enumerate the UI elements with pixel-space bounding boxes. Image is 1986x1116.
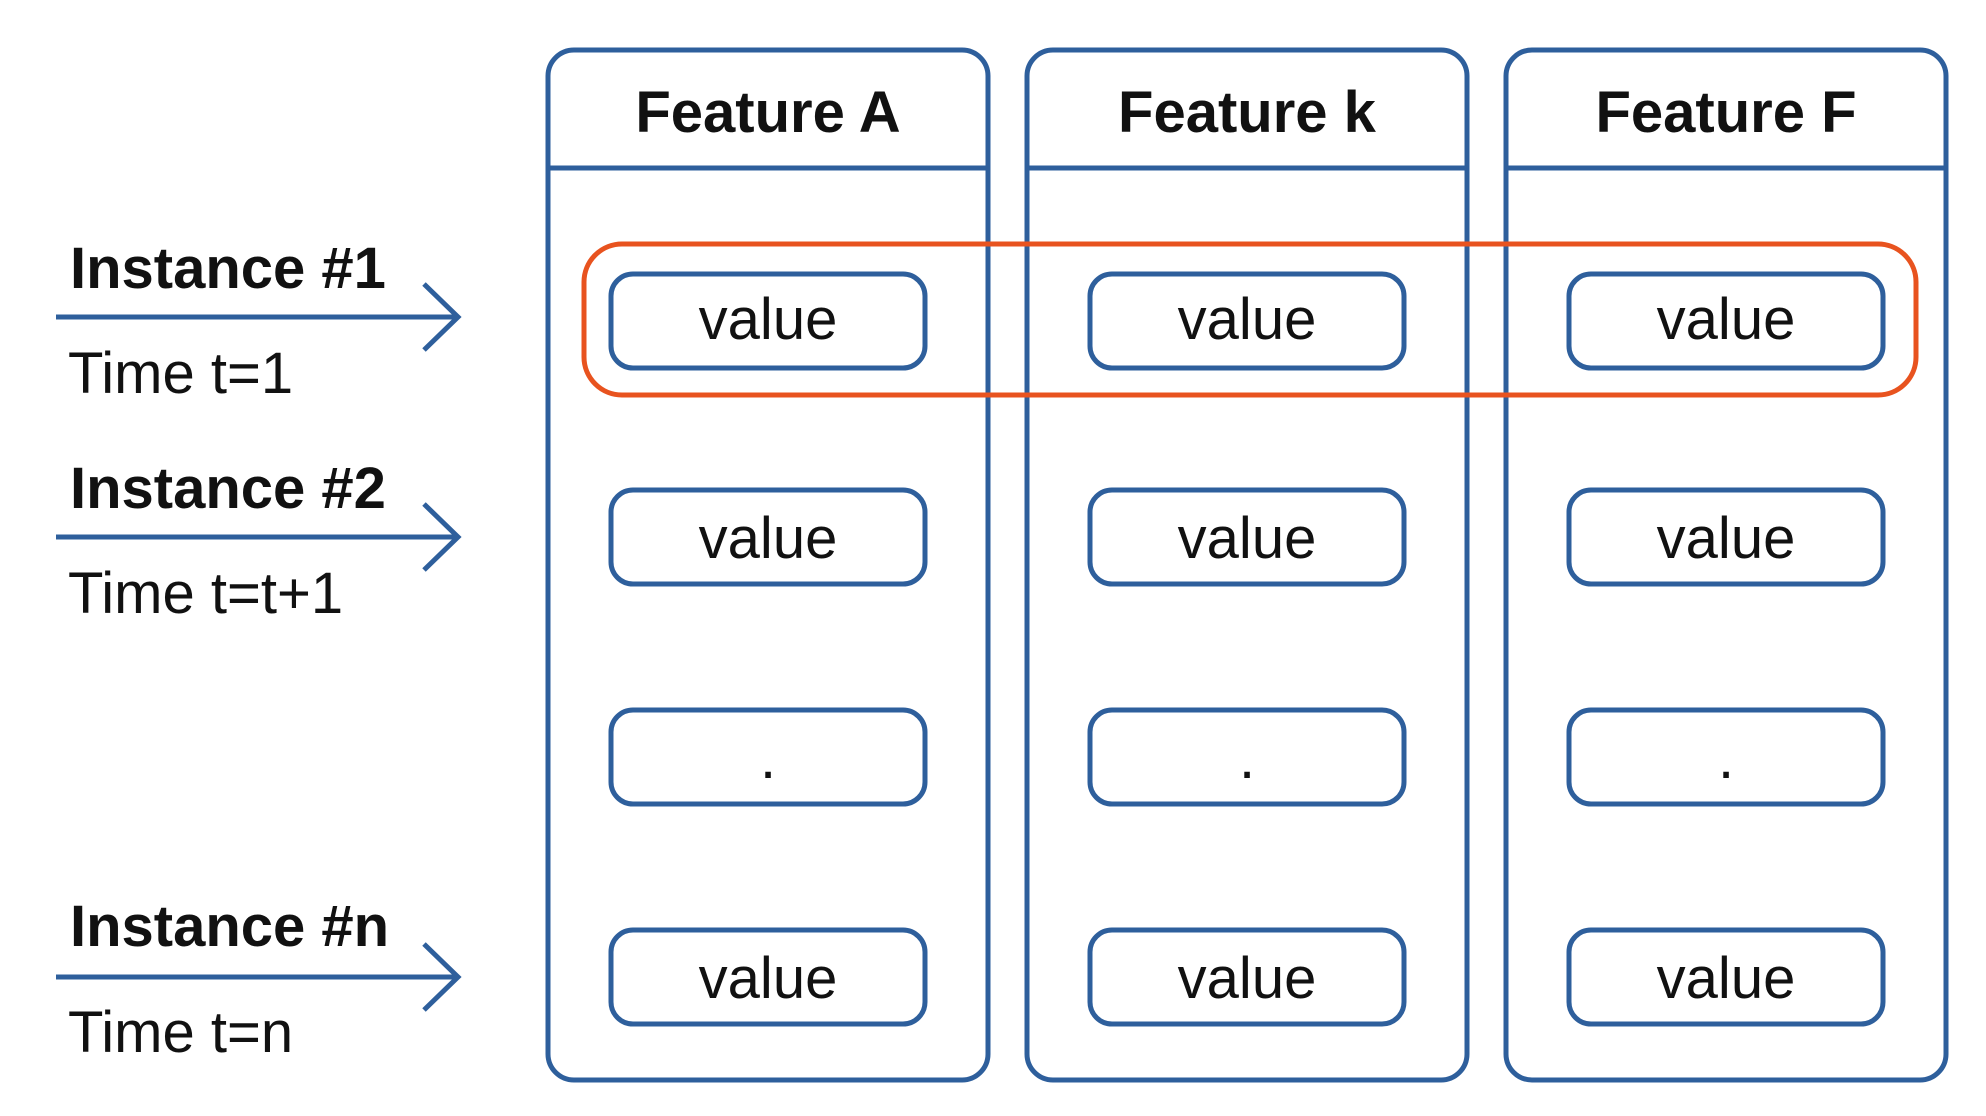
value-cell-row1-a: value <box>608 271 928 371</box>
value-cell-row1-f: value <box>1566 271 1886 371</box>
value-cell-frame <box>1087 271 1407 371</box>
value-cell-row1-k: value <box>1087 271 1407 371</box>
instance-2-label: Instance #2 <box>70 456 386 521</box>
feature-column-f-frame <box>1503 47 1949 1083</box>
ellipsis-cell-row3-k: . <box>1087 707 1407 807</box>
feature-column-f-header: Feature F <box>1595 80 1856 145</box>
value-cell-row2-k: value <box>1087 487 1407 587</box>
value-cell-frame <box>1566 927 1886 1027</box>
instance-1: Instance #1 Time t=1 <box>56 236 462 406</box>
instance-n-time: Time t=n <box>68 1000 293 1065</box>
value-cell-frame <box>608 927 928 1027</box>
value-cell-label: value <box>1657 946 1796 1011</box>
value-cell-frame <box>608 707 928 807</box>
value-cell-row4-a: value <box>608 927 928 1027</box>
arrow-right-icon <box>56 282 462 352</box>
value-cell-label: value <box>1657 506 1796 571</box>
value-cell-row2-a: value <box>608 487 928 587</box>
feature-column-a-header: Feature A <box>635 80 900 145</box>
value-cell-label: value <box>1178 287 1317 352</box>
instance-n-label: Instance #n <box>70 894 389 959</box>
value-cell-frame <box>1087 707 1407 807</box>
instance-n: Instance #n Time t=n <box>56 894 462 1065</box>
value-cell-label: . <box>760 726 776 791</box>
feature-column-a: Feature A <box>545 47 991 1083</box>
value-cell-frame <box>1087 927 1407 1027</box>
value-cell-frame <box>608 271 928 371</box>
instance-1-label: Instance #1 <box>70 236 386 301</box>
instance-2: Instance #2 Time t=t+1 <box>56 456 462 626</box>
feature-column-f: Feature F <box>1503 47 1949 1083</box>
value-cell-label: value <box>699 506 838 571</box>
feature-column-k-frame <box>1024 47 1470 1083</box>
value-cell-frame <box>1566 271 1886 371</box>
feature-column-a-frame <box>545 47 991 1083</box>
instance-2-time: Time t=t+1 <box>68 561 343 626</box>
value-cell-frame <box>608 487 928 587</box>
value-cell-frame <box>1566 707 1886 807</box>
value-cell-row4-k: value <box>1087 927 1407 1027</box>
value-cell-row2-f: value <box>1566 487 1886 587</box>
arrow-right-icon <box>56 502 462 572</box>
feature-column-k-header: Feature k <box>1118 80 1377 145</box>
ellipsis-cell-row3-f: . <box>1566 707 1886 807</box>
value-cell-label: value <box>699 287 838 352</box>
instance-row-highlight <box>581 241 1919 398</box>
instance-1-time: Time t=1 <box>68 341 293 406</box>
value-cell-frame <box>1566 487 1886 587</box>
value-cell-label: . <box>1718 726 1734 791</box>
value-cell-label: value <box>699 946 838 1011</box>
value-cell-label: value <box>1657 287 1796 352</box>
feature-column-k: Feature k <box>1024 47 1470 1083</box>
value-cell-label: value <box>1178 506 1317 571</box>
arrow-right-icon <box>56 942 462 1012</box>
value-cell-frame <box>1087 487 1407 587</box>
ellipsis-cell-row3-a: . <box>608 707 928 807</box>
value-cell-row4-f: value <box>1566 927 1886 1027</box>
value-cell-label: value <box>1178 946 1317 1011</box>
value-cell-label: . <box>1239 726 1255 791</box>
